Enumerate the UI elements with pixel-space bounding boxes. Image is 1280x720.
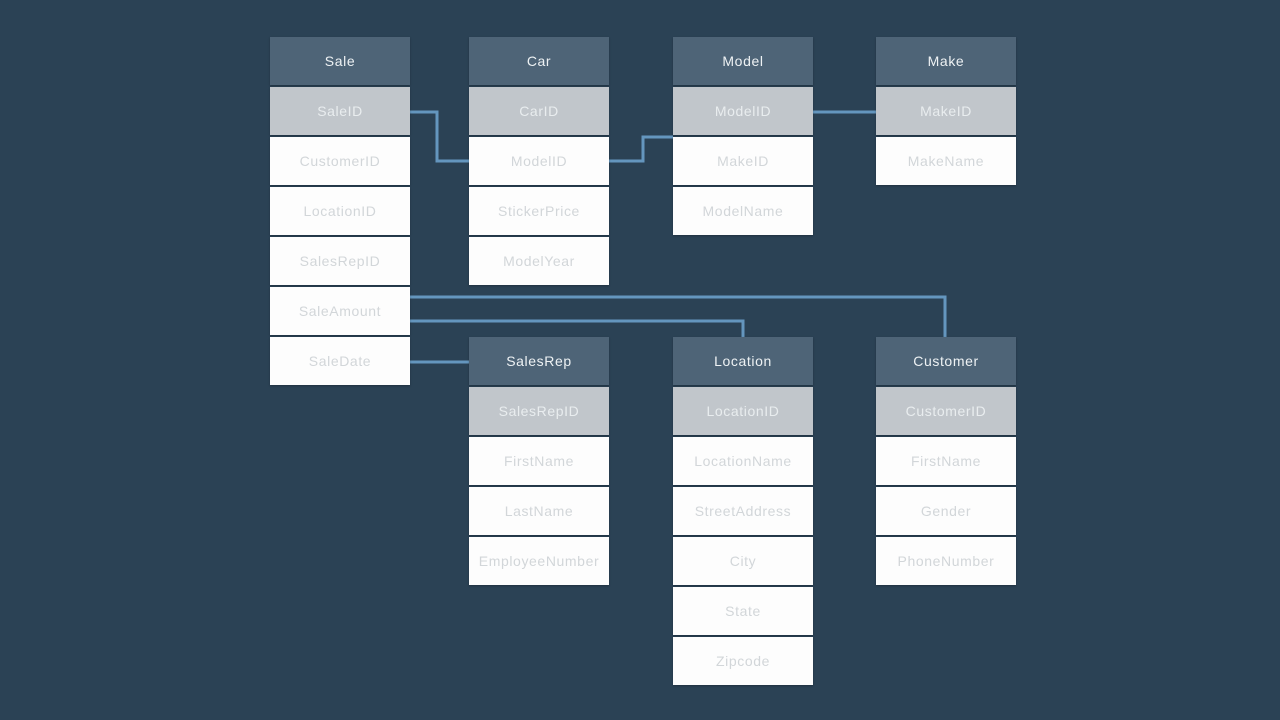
connector-sale-saleid-to-car-modelid [410, 110, 469, 163]
connector-car-modelid-to-model [609, 135, 673, 163]
salesrep-row-employeenumber[interactable]: EmployeeNumber [469, 537, 609, 585]
model-row-makeid[interactable]: MakeID [673, 137, 813, 185]
customer-table-header[interactable]: Customer [876, 337, 1016, 385]
model-pk-row[interactable]: ModelID [673, 87, 813, 135]
sale-row-locationid[interactable]: LocationID [270, 187, 410, 235]
salesrep-table-header[interactable]: SalesRep [469, 337, 609, 385]
connector-sale-to-location [410, 319, 745, 342]
salesrep-pk-row[interactable]: SalesRepID [469, 387, 609, 435]
location-row-zipcode[interactable]: Zipcode [673, 637, 813, 685]
connector-sale-to-customer [410, 295, 947, 342]
sale-pk-row[interactable]: SaleID [270, 87, 410, 135]
car-row-modelyear[interactable]: ModelYear [469, 237, 609, 285]
model-table-header[interactable]: Model [673, 37, 813, 85]
sale-row-saleamount[interactable]: SaleAmount [270, 287, 410, 335]
location-row-city[interactable]: City [673, 537, 813, 585]
salesrep-row-lastname[interactable]: LastName [469, 487, 609, 535]
customer-row-gender[interactable]: Gender [876, 487, 1016, 535]
customer-row-firstname[interactable]: FirstName [876, 437, 1016, 485]
location-pk-row[interactable]: LocationID [673, 387, 813, 435]
sale-row-salesrepid[interactable]: SalesRepID [270, 237, 410, 285]
sale-table-header[interactable]: Sale [270, 37, 410, 85]
make-row-makename[interactable]: MakeName [876, 137, 1016, 185]
location-table-header[interactable]: Location [673, 337, 813, 385]
location-row-streetaddress[interactable]: StreetAddress [673, 487, 813, 535]
salesrep-row-firstname[interactable]: FirstName [469, 437, 609, 485]
customer-pk-row[interactable]: CustomerID [876, 387, 1016, 435]
car-table-header[interactable]: Car [469, 37, 609, 85]
car-pk-row[interactable]: CarID [469, 87, 609, 135]
make-table-header[interactable]: Make [876, 37, 1016, 85]
make-pk-row[interactable]: MakeID [876, 87, 1016, 135]
customer-row-phonenumber[interactable]: PhoneNumber [876, 537, 1016, 585]
sale-row-saledate[interactable]: SaleDate [270, 337, 410, 385]
location-row-state[interactable]: State [673, 587, 813, 635]
location-row-locationname[interactable]: LocationName [673, 437, 813, 485]
car-row-stickerprice[interactable]: StickerPrice [469, 187, 609, 235]
sale-row-customerid[interactable]: CustomerID [270, 137, 410, 185]
car-row-modelid[interactable]: ModelID [469, 137, 609, 185]
entity-table-make: Make MakeID MakeName [876, 37, 1016, 187]
model-row-modelname[interactable]: ModelName [673, 187, 813, 235]
